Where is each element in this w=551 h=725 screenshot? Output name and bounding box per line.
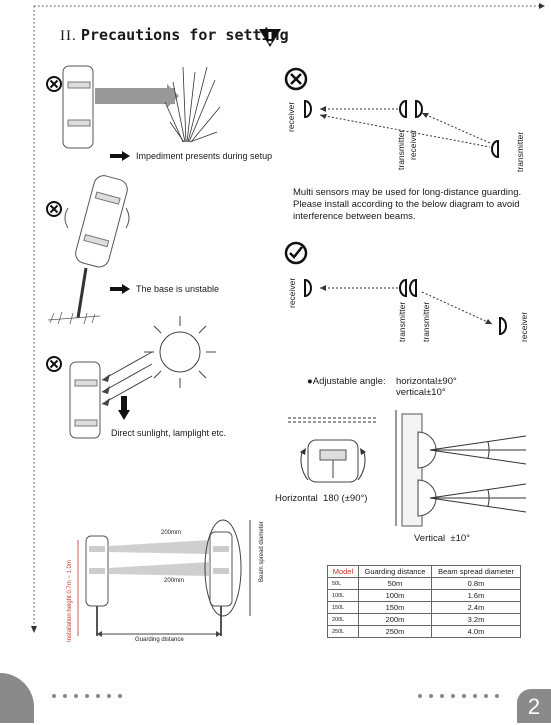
table-cell: 1.6m — [431, 589, 521, 602]
table-cell: 3.2m — [431, 613, 521, 626]
tilted-detector-illustration — [47, 175, 130, 325]
correct-arrangement-diagram — [304, 278, 507, 336]
receiver-label: receiver — [287, 277, 297, 308]
table-cell: 100L — [327, 589, 359, 602]
footer-dots-left — [52, 685, 129, 703]
multi-sensor-instructions: Multi sensors may be used for long-dista… — [293, 187, 522, 222]
sun-icon — [144, 316, 216, 388]
prohibited-icon — [46, 201, 62, 217]
page-number: 2 — [517, 689, 551, 723]
detector-with-obstacle-illustration — [62, 65, 221, 149]
table-cell: 150m — [357, 601, 433, 614]
horizontal-range: horizontal±90° — [396, 376, 457, 387]
table-cell: 4.0m — [431, 625, 521, 638]
table-row: 250L 250m 4.0m — [327, 625, 521, 638]
table-cell: 100m — [357, 589, 433, 602]
vertical-range: vertical±10° — [396, 387, 446, 398]
prohibited-icon — [284, 67, 308, 91]
table-cell: 250m — [357, 625, 433, 638]
guarding-distance-label: Guarding distance — [135, 637, 184, 643]
wrong-arrangement-diagram — [304, 99, 499, 159]
check-icon — [284, 241, 308, 265]
table-cell: 200L — [327, 613, 359, 626]
arrow-down-icon — [118, 396, 130, 420]
table-cell: 0.8m — [431, 577, 521, 590]
table-cell: 200m — [357, 613, 433, 626]
adjustable-angle-label: ●Adjustable angle: — [307, 376, 386, 387]
table-header: Guarding distance — [357, 565, 433, 578]
receiver-label: receiver — [286, 101, 296, 132]
table-row: 200L 200m 3.2m — [327, 613, 521, 626]
horizontal-caption: Horizontal 180 (±90°) — [275, 493, 368, 504]
section-title: Precautions for setting — [80, 26, 289, 44]
vertical-adjustment-illustration — [395, 410, 527, 527]
table-row: 50L 50m 0.8m — [327, 577, 521, 590]
table-cell: 50L — [327, 577, 359, 590]
table-row: 150L 150m 2.4m — [327, 601, 521, 614]
table-header: Beam spread diameter — [431, 565, 521, 578]
transmitter-label: transmitter — [515, 131, 525, 172]
beam-spread-label: Beam spread diameter — [259, 521, 265, 582]
arrow-right-icon — [110, 284, 130, 294]
install-height-label: Installation height 0.7m ~ 1.0m — [67, 560, 73, 642]
separation-top-label: 200mm — [161, 530, 182, 536]
warning-icon — [259, 29, 281, 47]
arrow-right-icon — [110, 151, 130, 161]
transmitter-label: transmitter — [397, 301, 407, 342]
section-number: II. — [60, 28, 77, 44]
table-row: 100L 100m 1.6m — [327, 589, 521, 602]
receiver-label: receiver — [519, 311, 529, 342]
table-header-row: Model Guarding distance Beam spread diam… — [327, 565, 521, 578]
receiver-label: receiver — [408, 129, 418, 160]
sunlight-note: Direct sunlight, lamplight etc. — [111, 428, 227, 438]
vertical-caption: Vertical ±10° — [414, 533, 471, 544]
spec-table: Model Guarding distance Beam spread diam… — [327, 565, 521, 638]
installation-diagram — [77, 519, 251, 637]
table-cell: 250L — [327, 625, 359, 638]
table-cell: 2.4m — [431, 601, 521, 614]
table-cell: 150L — [327, 601, 359, 614]
horizontal-adjustment-illustration — [288, 417, 378, 483]
table-header: Model — [327, 565, 359, 578]
separation-bottom-label: 200mm — [164, 578, 185, 584]
impediment-note: Impediment presents during setup — [136, 151, 273, 161]
footer-dots-right — [418, 685, 506, 703]
page-title: II. Precautions for setting — [60, 26, 289, 45]
unstable-note: The base is unstable — [136, 284, 220, 294]
transmitter-label: transmitter — [421, 301, 431, 342]
transmitter-label: transmitter — [396, 129, 406, 170]
sunlight-detector-illustration — [69, 351, 153, 439]
prohibited-icon — [46, 76, 62, 92]
prohibited-icon — [46, 356, 62, 372]
table-cell: 50m — [357, 577, 433, 590]
